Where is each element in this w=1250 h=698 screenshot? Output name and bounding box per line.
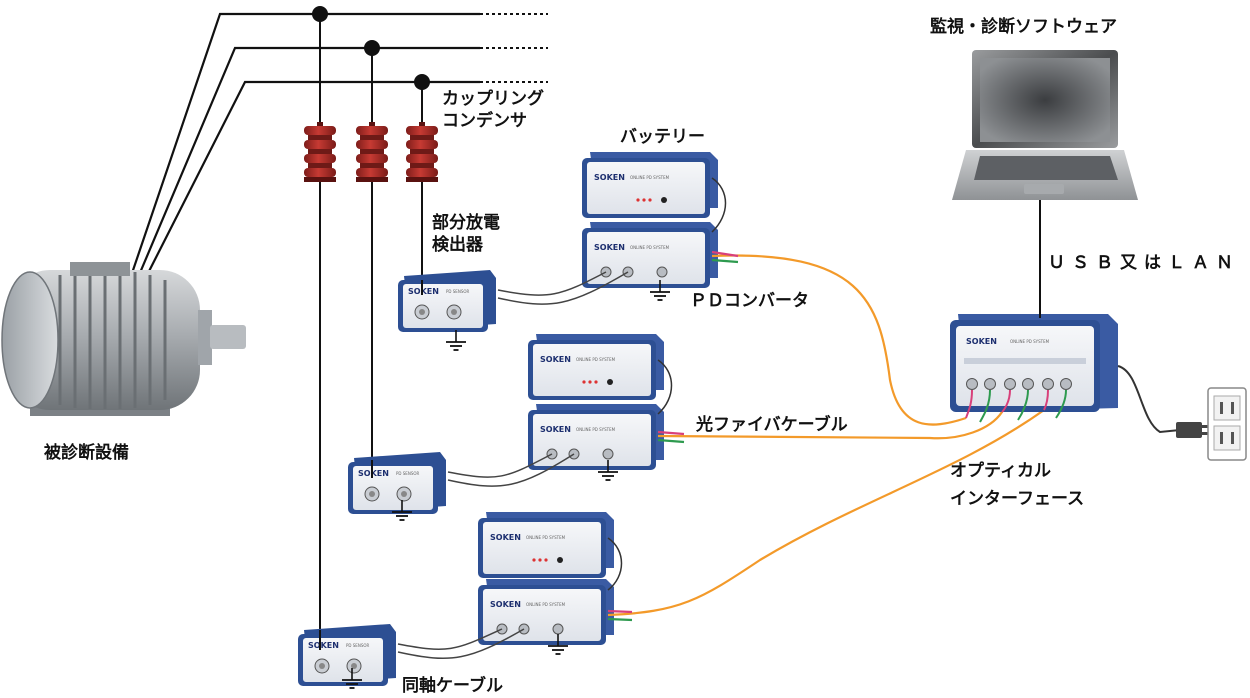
laptop-icon <box>952 50 1138 200</box>
bus-lines <box>126 12 480 290</box>
pd-detector-label-2: 検出器 <box>432 235 483 255</box>
capacitor-icon <box>406 122 438 182</box>
optical-interface-label-2: インターフェース <box>950 489 1085 509</box>
coaxial-cable-label: 同軸ケーブル <box>402 676 503 696</box>
pd-detector-3 <box>297 623 397 687</box>
pd-detector-2 <box>347 451 447 515</box>
battery-unit-3 <box>478 512 614 578</box>
coaxial-cables <box>397 271 629 660</box>
optical-fibers <box>607 250 1045 622</box>
battery-unit-2 <box>528 334 664 400</box>
svg-text:ONLINE PD SYSTEM: ONLINE PD SYSTEM <box>1010 339 1050 344</box>
pd-detector-label-1: 部分放電 <box>432 213 500 233</box>
pd-converter-label: ＰＤコンバータ <box>690 291 809 311</box>
capacitor-icon <box>356 122 388 182</box>
power-outlet-icon <box>1176 387 1247 461</box>
power-cord <box>1117 365 1181 434</box>
coupling-capacitor-label-2: コンデンサ <box>442 111 527 131</box>
pd-converter-1 <box>581 221 719 289</box>
pd-detector-1 <box>397 269 497 333</box>
pd-converter-3 <box>477 578 615 646</box>
coupling-capacitor-label-1: カップリング <box>442 89 544 109</box>
battery-cords <box>607 177 727 591</box>
optical-interface-label-1: オプティカル <box>950 461 1051 481</box>
optical-interface-unit: SOKEN ONLINE PD SYSTEM <box>950 314 1118 423</box>
bus-dotted-ends <box>480 13 548 83</box>
motor-icon <box>1 262 246 416</box>
optical-cable-label: 光ファイバケーブル <box>696 415 848 435</box>
pd-converter-2 <box>527 403 665 471</box>
equipment-label: 被診断設備 <box>44 443 129 463</box>
battery-unit-1 <box>582 152 718 218</box>
software-label: 監視・診断ソフトウェア <box>930 17 1117 37</box>
capacitor-icon <box>304 122 336 182</box>
svg-text:SOKEN: SOKEN <box>966 337 997 346</box>
ground-icon <box>445 329 467 351</box>
battery-label: バッテリー <box>620 127 705 147</box>
connection-label: ＵＳＢ又はＬＡＮ <box>1048 253 1240 273</box>
